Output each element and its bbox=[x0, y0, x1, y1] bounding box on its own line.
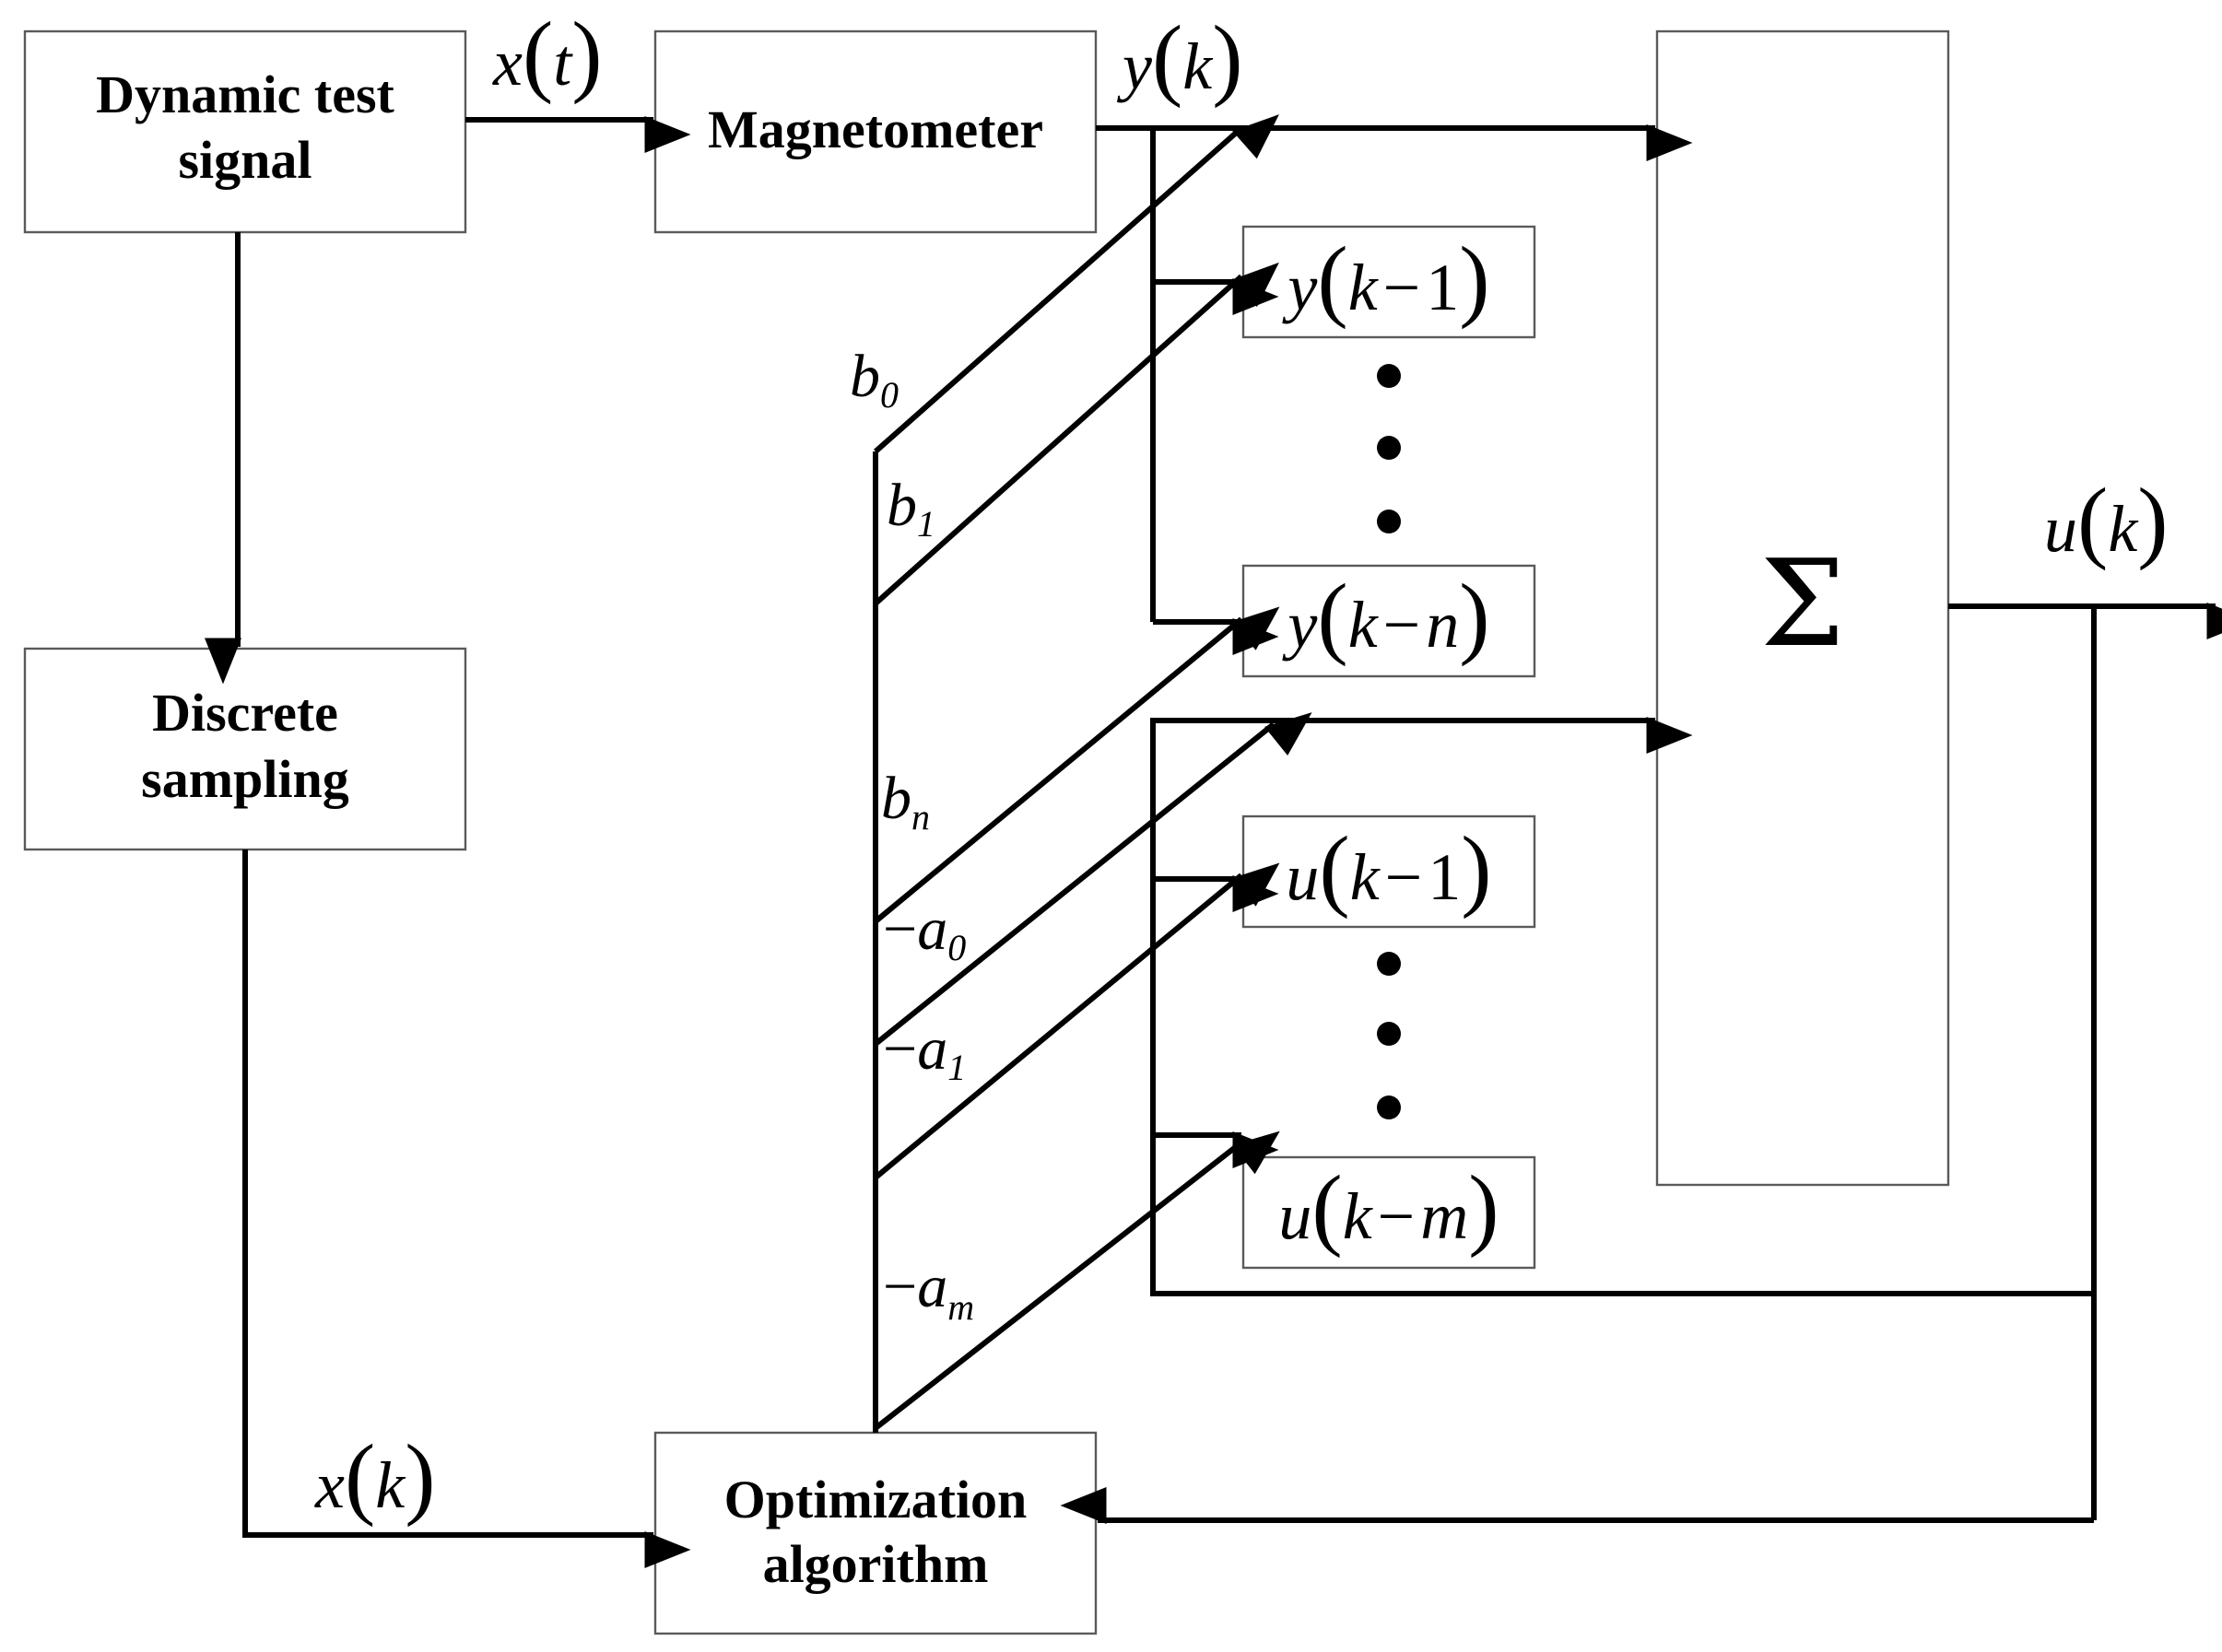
magnetometer-label: Magnetometer bbox=[708, 100, 1043, 159]
optimization-label-line2: algorithm bbox=[763, 1534, 989, 1594]
connections bbox=[205, 114, 2222, 1568]
summation-block: Σ bbox=[1655, 29, 1950, 1187]
ellipsis-dots-y bbox=[1377, 364, 1401, 533]
coef-neg-am: −am bbox=[883, 1253, 974, 1328]
svg-text:u(k−m): u(k−m) bbox=[1278, 1156, 1499, 1259]
discrete-sampling-block: Discrete sampling bbox=[23, 647, 467, 851]
optimization-label-line1: Optimization bbox=[724, 1470, 1028, 1529]
delay-box-y-k-1: y(k−1) bbox=[1241, 225, 1536, 339]
delay-box-u-k-1: u(k−1) bbox=[1241, 814, 1536, 929]
sampling-label-line1: Discrete bbox=[152, 683, 338, 743]
delay-box-u-k-m: u(k−m) bbox=[1241, 1155, 1536, 1270]
coef-neg-a1: −a1 bbox=[883, 1015, 966, 1088]
label-x-k: x(k) bbox=[314, 1425, 436, 1528]
label-u-k: u(k) bbox=[2044, 469, 2169, 571]
coef-bn: bn bbox=[881, 765, 930, 838]
delay-box-y-k-n: y(k−n) bbox=[1241, 564, 1536, 678]
signal-label-line1: Dynamic test bbox=[96, 64, 394, 124]
ellipsis-dots-u bbox=[1377, 952, 1401, 1119]
optimization-algorithm-block: Optimization algorithm bbox=[653, 1431, 1098, 1635]
svg-text:y(k−1): y(k−1) bbox=[1281, 228, 1489, 330]
sigma-symbol: Σ bbox=[1760, 533, 1845, 674]
dynamic-test-signal-block: Dynamic test signal bbox=[23, 29, 467, 234]
label-x-t: x(t) bbox=[492, 3, 603, 105]
sampling-label-line2: sampling bbox=[141, 749, 349, 809]
magnetometer-block: Magnetometer bbox=[653, 29, 1098, 234]
coef-neg-a0: −a0 bbox=[883, 896, 966, 968]
coef-b1: b1 bbox=[887, 472, 935, 545]
coef-b0: b0 bbox=[850, 343, 899, 416]
label-y-k: y(k) bbox=[1116, 6, 1243, 109]
svg-text:u(k−1): u(k−1) bbox=[1286, 817, 1491, 920]
signal-label-line2: signal bbox=[178, 130, 312, 190]
svg-text:y(k−n): y(k−n) bbox=[1281, 565, 1489, 667]
